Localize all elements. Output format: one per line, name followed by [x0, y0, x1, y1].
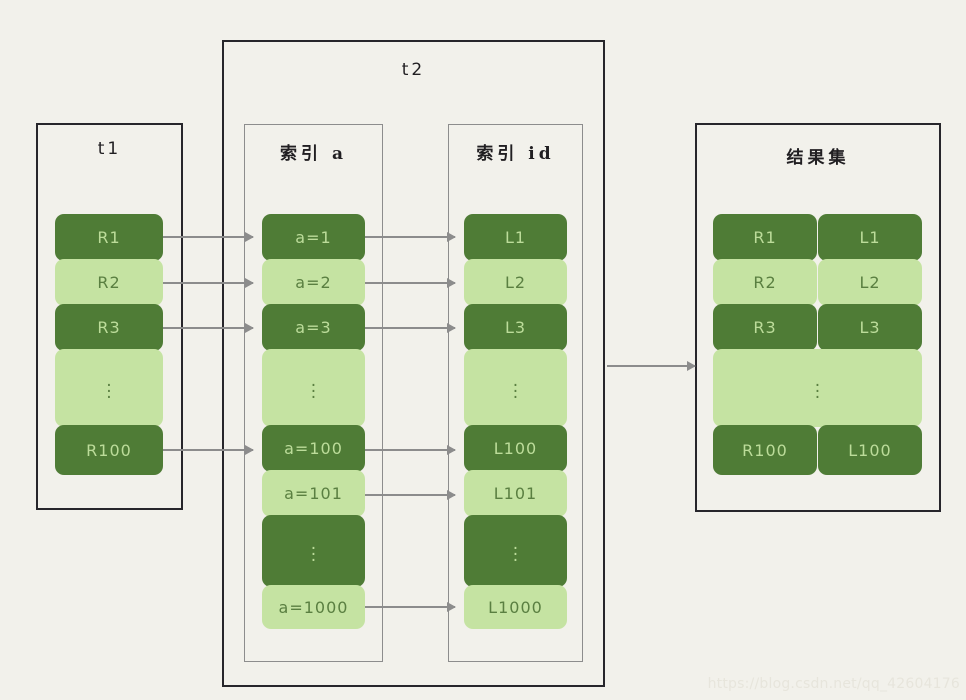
arrow-a101-to-l101 — [365, 494, 455, 496]
index-id-cell-2: L2 — [464, 259, 567, 306]
index-a-cell-1: a=1 — [262, 214, 365, 261]
arrow-a100-to-l100 — [365, 449, 455, 451]
index-a-cell-ellipsis-1: ... — [262, 349, 365, 427]
result-row-3-right-label: L3 — [859, 318, 881, 337]
result-row-2-right: L2 — [818, 259, 922, 306]
arrow-r3-to-a3 — [163, 327, 253, 329]
index-a-cell-3: a=3 — [262, 304, 365, 351]
result-row-1-right: L1 — [818, 214, 922, 261]
result-row-100-right-label: L100 — [848, 440, 892, 460]
arrow-r1-to-a1 — [163, 236, 253, 238]
result-row-3-right: L3 — [818, 304, 922, 351]
index-a-cell-2: a=2 — [262, 259, 365, 306]
index-id-cell-100: L100 — [464, 425, 567, 472]
t1-cell-ellipsis: ... — [55, 349, 163, 427]
t1-cell-r2: R2 — [55, 259, 163, 306]
result-row-2-left-label: R2 — [753, 273, 777, 292]
result-row-100-left-label: R100 — [742, 440, 788, 460]
table-t1-title: t1 — [97, 139, 122, 159]
result-row-2-left: R2 — [713, 259, 817, 306]
index-id-cell-1: L1 — [464, 214, 567, 261]
result-row-1-left-label: R1 — [753, 228, 777, 247]
index-id-cell-1-label: L1 — [504, 228, 527, 247]
result-row-3-left: R3 — [713, 304, 817, 351]
index-a-cell-100: a=100 — [262, 425, 365, 472]
arrow-t2-to-result-set — [607, 365, 695, 367]
index-id-cell-ellipsis-1: ... — [464, 349, 567, 427]
arrow-a1-to-l1 — [365, 236, 455, 238]
result-row-100-left: R100 — [713, 425, 817, 475]
index-id-cell-1000-label: L1000 — [488, 597, 543, 617]
t1-cell-r1-label: R1 — [97, 228, 121, 247]
index-a-cell-100-label: a=100 — [284, 439, 343, 458]
t1-cell-r100: R100 — [55, 425, 163, 475]
vertical-ellipsis-icon: ... — [512, 534, 519, 566]
result-row-100-right: L100 — [818, 425, 922, 475]
result-row-1-right-label: L1 — [859, 228, 881, 247]
arrow-a3-to-l3 — [365, 327, 455, 329]
t1-cell-r3: R3 — [55, 304, 163, 351]
index-a-cell-ellipsis-2: ... — [262, 515, 365, 587]
index-a-cell-1000: a=1000 — [262, 585, 365, 629]
vertical-ellipsis-icon: ... — [310, 534, 317, 566]
index-id-cell-101: L101 — [464, 470, 567, 517]
index-id-cell-ellipsis-2: ... — [464, 515, 567, 587]
watermark-text: https://blog.csdn.net/qq_42604176 — [707, 676, 960, 692]
index-a-title: 索引 a — [280, 144, 347, 164]
index-a-cell-101: a=101 — [262, 470, 365, 517]
index-a-cell-2-label: a=2 — [295, 273, 332, 292]
index-a-cell-101-label: a=101 — [284, 484, 343, 503]
t1-cell-r2-label: R2 — [97, 273, 121, 292]
index-a-cell-3-label: a=3 — [295, 318, 332, 337]
t1-cell-r3-label: R3 — [97, 318, 121, 337]
index-id-cell-100-label: L100 — [493, 439, 538, 458]
arrow-a2-to-l2 — [365, 282, 455, 284]
vertical-ellipsis-icon: ... — [106, 371, 112, 403]
index-a-cell-1-label: a=1 — [295, 228, 332, 247]
result-row-1-left: R1 — [713, 214, 817, 261]
result-row-2-right-label: L2 — [859, 273, 881, 292]
index-id-cell-101-label: L101 — [493, 484, 538, 503]
result-row-ellipsis: ... — [713, 349, 922, 427]
t1-cell-r1: R1 — [55, 214, 163, 261]
index-a-cell-1000-label: a=1000 — [278, 597, 349, 617]
vertical-ellipsis-icon: ... — [310, 371, 317, 403]
index-id-cell-2-label: L2 — [504, 273, 527, 292]
arrow-r100-to-a100 — [163, 449, 253, 451]
vertical-ellipsis-icon: ... — [512, 371, 519, 403]
index-id-title: 索引 id — [476, 144, 555, 164]
result-row-3-left-label: R3 — [753, 318, 777, 337]
arrow-r2-to-a2 — [163, 282, 253, 284]
result-set-title: 结果集 — [786, 148, 850, 168]
index-id-cell-1000: L1000 — [464, 585, 567, 629]
index-id-cell-3: L3 — [464, 304, 567, 351]
arrow-a1000-to-l1000 — [365, 606, 455, 608]
table-t2-title: t2 — [401, 60, 426, 80]
vertical-ellipsis-icon: ... — [814, 371, 821, 403]
t1-cell-r100-label: R100 — [86, 440, 132, 460]
index-id-cell-3-label: L3 — [504, 318, 527, 337]
